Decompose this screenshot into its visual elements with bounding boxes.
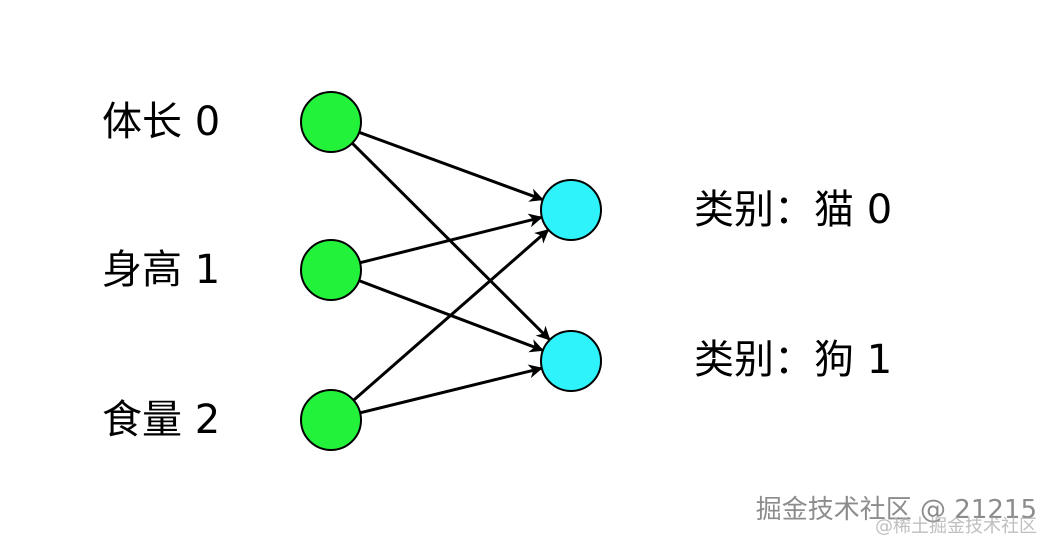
input-label-height: 身高 1 — [102, 247, 221, 293]
input-node-1 — [300, 239, 362, 301]
input-node-0 — [300, 91, 362, 153]
output-label-dog: 类别：狗 1 — [694, 337, 893, 383]
watermark-main: 掘金技术社区 @ 21215 — [755, 495, 1037, 525]
output-label-cat: 类别：猫 0 — [694, 187, 893, 233]
edge-1-to-0 — [359, 213, 543, 265]
edge-0-to-0 — [358, 130, 544, 202]
input-label-body-length: 体长 0 — [102, 99, 221, 145]
input-label-food-intake: 食量 2 — [102, 397, 221, 443]
output-node-1 — [540, 330, 602, 392]
edges — [351, 130, 551, 415]
edge-2-to-1 — [359, 364, 543, 415]
watermark-sub: @稀土掘金技术社区 — [875, 516, 1037, 537]
edge-2-to-0 — [352, 229, 550, 402]
nodes — [300, 91, 602, 451]
input-node-2 — [300, 389, 362, 451]
output-node-0 — [540, 179, 602, 241]
